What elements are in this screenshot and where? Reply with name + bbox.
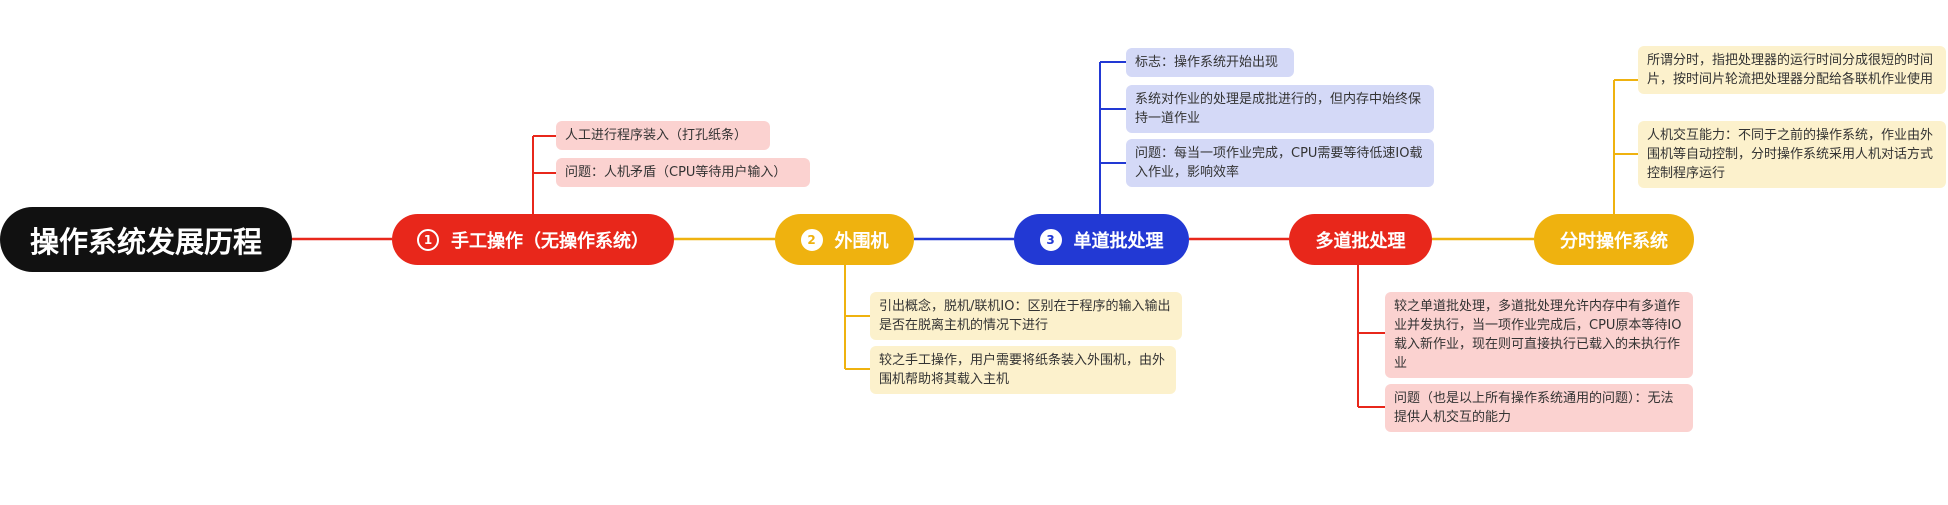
note-card[interactable]: 系统对作业的处理是成批进行的，但内存中始终保持一道作业	[1126, 85, 1434, 133]
topic-label: 分时操作系统	[1560, 230, 1668, 252]
topic-time-sharing[interactable]: 分时操作系统	[1534, 214, 1694, 265]
note-card[interactable]: 问题：每当一项作业完成，CPU需要等待低速IO载入作业，影响效率	[1126, 139, 1434, 187]
topic-peripheral-machine[interactable]: 2 外围机	[775, 214, 914, 265]
note-card[interactable]: 引出概念，脱机/联机IO：区别在于程序的输入输出是否在脱离主机的情况下进行	[870, 292, 1182, 340]
root-topic[interactable]: 操作系统发展历程	[0, 207, 292, 272]
topic-label: 手工操作（无操作系统）	[451, 230, 649, 252]
note-card[interactable]: 较之手工操作，用户需要将纸条装入外围机，由外围机帮助将其载入主机	[870, 346, 1176, 394]
note-card[interactable]: 问题：人机矛盾（CPU等待用户输入）	[556, 158, 810, 187]
note-card[interactable]: 所谓分时，指把处理器的运行时间分成很短的时间片，按时间片轮流把处理器分配给各联机…	[1638, 46, 1946, 94]
number-3-badge: 3	[1039, 228, 1062, 251]
topic-manual-operation[interactable]: 1 手工操作（无操作系统）	[392, 214, 674, 265]
number-2-badge: 2	[800, 228, 823, 251]
topic-multi-batch[interactable]: 多道批处理	[1289, 214, 1432, 265]
number-1-badge: 1	[417, 228, 439, 251]
topic-label: 多道批处理	[1315, 230, 1406, 252]
topic-single-batch[interactable]: 3 单道批处理	[1014, 214, 1189, 265]
root-topic-label: 操作系统发展历程	[29, 224, 262, 259]
note-card[interactable]: 标志：操作系统开始出现	[1126, 48, 1294, 77]
topic-label: 单道批处理	[1073, 230, 1164, 252]
note-card[interactable]: 较之单道批处理，多道批处理允许内存中有多道作业并发执行，当一项作业完成后，CPU…	[1385, 292, 1693, 378]
note-card[interactable]: 问题（也是以上所有操作系统通用的问题）：无法提供人机交互的能力	[1385, 384, 1693, 432]
note-card[interactable]: 人机交互能力：不同于之前的操作系统，作业由外围机等自动控制，分时操作系统采用人机…	[1638, 121, 1946, 188]
topic-label: 外围机	[834, 230, 889, 252]
note-card[interactable]: 人工进行程序装入（打孔纸条）	[556, 121, 770, 150]
